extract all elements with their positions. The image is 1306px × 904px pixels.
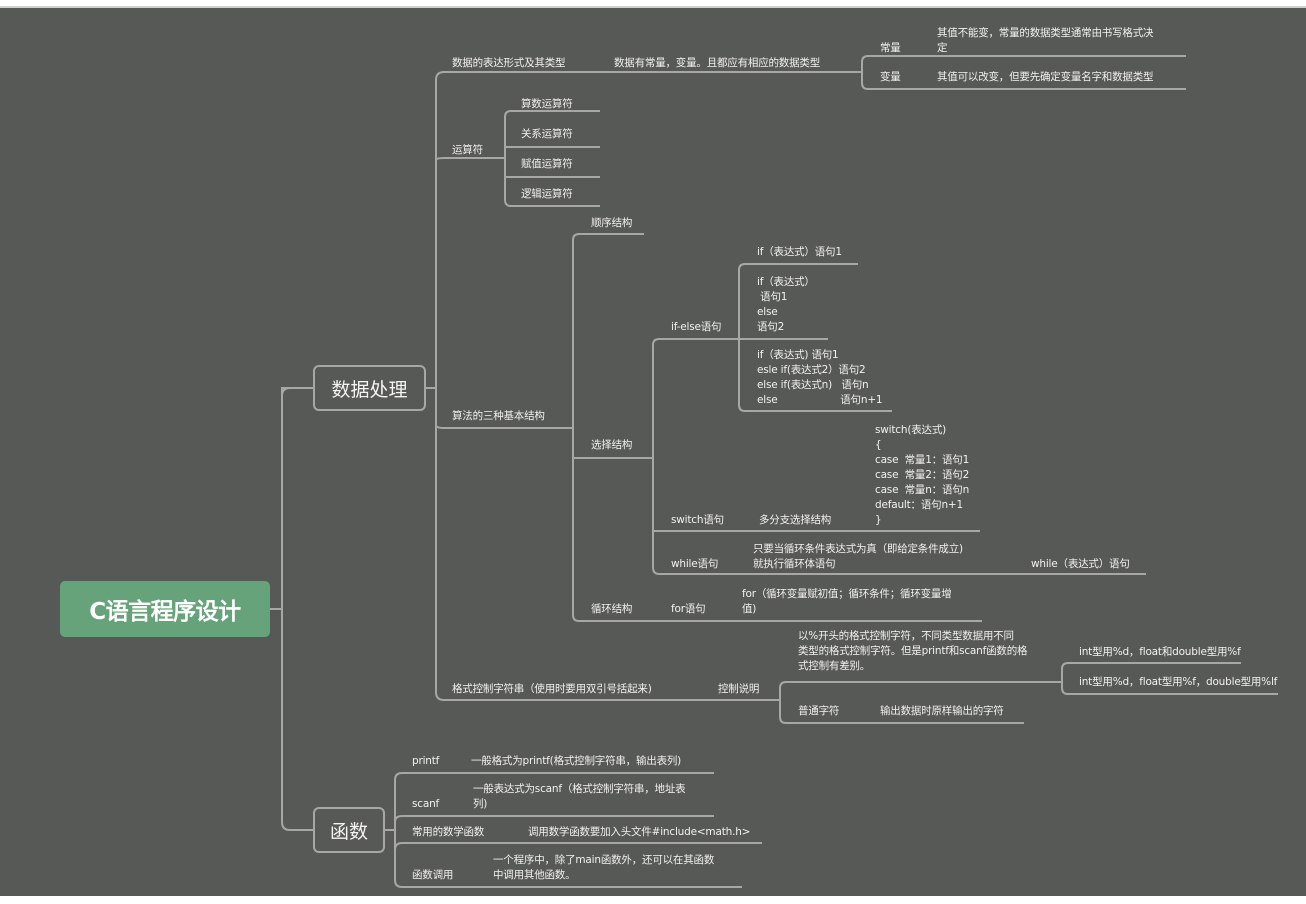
node-func-math[interactable]: 常用的数学函数 bbox=[412, 826, 485, 838]
node-operators[interactable]: 运算符 bbox=[452, 144, 483, 156]
node-constant-desc[interactable]: 其值不能变，常量的数据类型通常由书写格式决 定 bbox=[937, 27, 1154, 54]
node-for-desc[interactable]: for（循环变量赋初值；循环条件；循环变量增 值) bbox=[742, 588, 952, 615]
node-func-printf-desc[interactable]: 一般格式为printf(格式控制字符串，输出表列) bbox=[471, 755, 682, 767]
node-while-syntax[interactable]: while（表达式）语句 bbox=[1031, 558, 1130, 570]
node-operator-item[interactable]: 赋值运算符 bbox=[521, 158, 573, 170]
node-if-form[interactable]: if（表达式) 语句1 esle if(表达式2）语句2 else if(表达式… bbox=[757, 349, 883, 406]
node-structures[interactable]: 算法的三种基本结构 bbox=[452, 410, 545, 422]
node-func-scanf-desc[interactable]: 一般表达式为scanf（格式控制字符串，地址表 列) bbox=[473, 783, 686, 810]
node-variable[interactable]: 变量 bbox=[880, 71, 901, 83]
window-bottom-edge bbox=[0, 896, 1306, 904]
node-if-form[interactable]: if（表达式）语句1 bbox=[757, 246, 842, 258]
window-top-edge bbox=[0, 0, 1306, 8]
node-variable-desc[interactable]: 其值可以改变，但要先确定变量名字和数据类型 bbox=[937, 71, 1154, 83]
node-func-scanf[interactable]: scanf bbox=[412, 798, 440, 810]
node-switch-code[interactable]: switch(表达式) { case 常量1：语句1 case 常量2：语句2 … bbox=[875, 424, 970, 526]
node-data-forms[interactable]: 数据的表达形式及其类型 bbox=[452, 57, 566, 69]
node-format-string[interactable]: 格式控制字符串（使用时要用双引号括起来) bbox=[452, 683, 652, 695]
node-switch[interactable]: switch语句 bbox=[671, 514, 724, 526]
node-switch-desc[interactable]: 多分支选择结构 bbox=[759, 514, 832, 526]
node-operator-item[interactable]: 逻辑运算符 bbox=[521, 188, 573, 200]
node-func-printf[interactable]: printf bbox=[412, 755, 440, 767]
node-printf-rule[interactable]: int型用%d，float和double型用%f bbox=[1079, 646, 1241, 658]
node-if-else[interactable]: if-else语句 bbox=[671, 321, 722, 333]
node-plain-chars[interactable]: 普通字符 bbox=[798, 705, 840, 717]
branch-data-processing[interactable]: 数据处理 bbox=[313, 365, 426, 411]
node-func-call[interactable]: 函数调用 bbox=[412, 869, 454, 881]
node-for[interactable]: for语句 bbox=[671, 603, 706, 615]
node-data-forms-desc[interactable]: 数据有常量，变量。且都应有相应的数据类型 bbox=[614, 57, 820, 69]
branch-functions[interactable]: 函数 bbox=[313, 807, 385, 853]
node-control[interactable]: 控制说明 bbox=[718, 683, 760, 695]
node-selection[interactable]: 选择结构 bbox=[591, 439, 633, 451]
node-plain-chars-desc[interactable]: 输出数据时原样输出的字符 bbox=[880, 705, 1004, 717]
node-sequence[interactable]: 顺序结构 bbox=[591, 217, 633, 229]
node-while[interactable]: while语句 bbox=[671, 558, 719, 570]
node-while-desc[interactable]: 只要当循环条件表达式为真（即给定条件成立) 就执行循环体语句 bbox=[753, 543, 963, 570]
node-loop[interactable]: 循环结构 bbox=[591, 603, 633, 615]
node-func-math-desc[interactable]: 调用数学函数要加入头文件#include<math.h> bbox=[528, 826, 751, 838]
root-node[interactable]: C语言程序设计 bbox=[60, 581, 270, 637]
node-control-desc[interactable]: 以%开头的格式控制字符，不同类型数据用不同 类型的格式控制字符。但是printf… bbox=[798, 630, 1028, 672]
node-operator-item[interactable]: 关系运算符 bbox=[521, 128, 573, 140]
node-operator-item[interactable]: 算数运算符 bbox=[521, 98, 573, 110]
node-constant[interactable]: 常量 bbox=[880, 42, 901, 54]
node-func-call-desc[interactable]: 一个程序中，除了main函数外，还可以在其函数 中调用其他函数。 bbox=[493, 854, 715, 881]
node-if-form[interactable]: if（表达式） 语句1 else 语句2 bbox=[757, 276, 815, 333]
node-scanf-rule[interactable]: int型用%d，float型用%f，double型用%lf bbox=[1079, 676, 1278, 688]
